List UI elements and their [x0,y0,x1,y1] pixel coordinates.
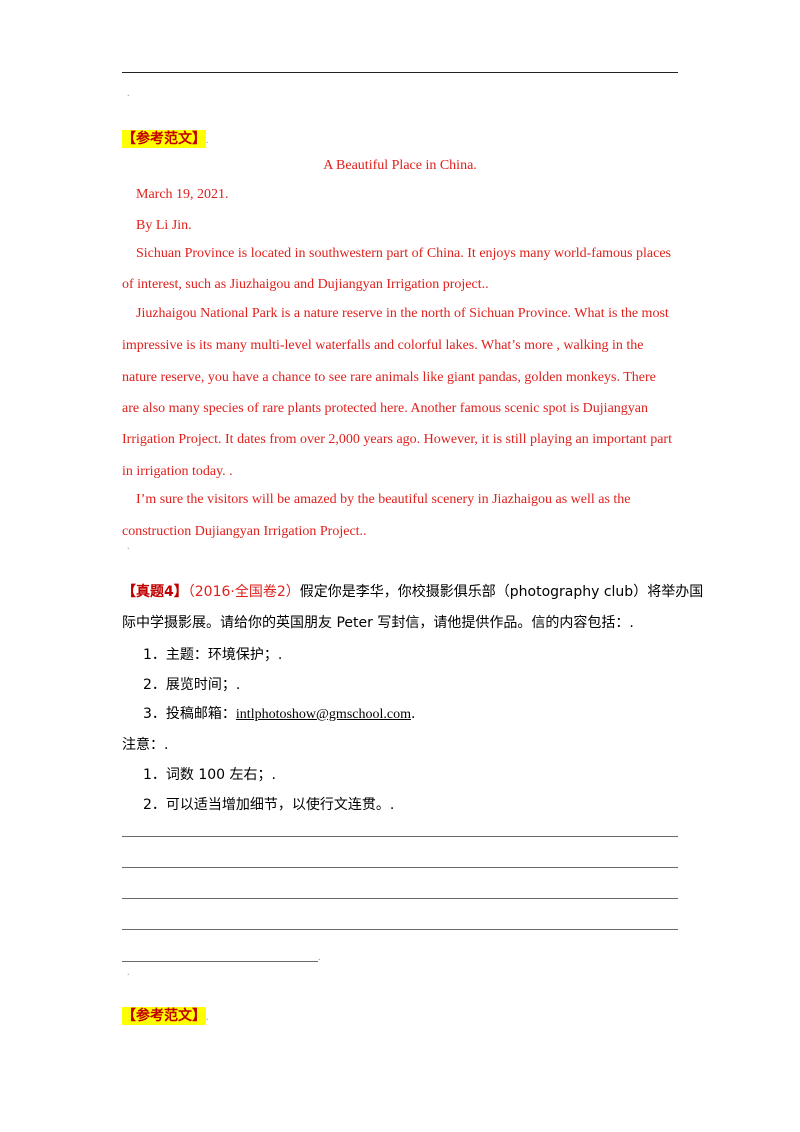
paragraph-mark: . [318,952,321,963]
content-item: 3．投稿邮箱：intlphotoshow@gmschool.com. [143,703,415,723]
writing-line [122,929,678,930]
content-item: 1．主题：环境保护；. [143,647,283,663]
reference-label-text: 【参考范文】 [122,130,206,148]
email-tail: . [410,706,416,722]
writing-line-short [122,961,318,962]
question-line: 际中学摄影展。请给你的英国朋友 Peter 写封信，请他提供作品。信的内容包括：… [122,615,634,631]
content-item: 2．展览时间；. [143,677,241,693]
note-item: 1．词数 100 左右；. [143,767,276,783]
essay-line: nature reserve, you have a chance to see… [122,370,656,385]
essay-line: of interest, such as Jiuzhaigou and Duji… [122,277,489,292]
reference-label-mark: . [206,135,209,146]
essay-line: Sichuan Province is located in southwest… [136,246,671,261]
writing-line [122,867,678,868]
essay-author: By Li Jin. [136,218,192,233]
note-item: 2．可以适当增加细节，以使行文连贯。. [143,797,395,813]
question-label: 【真题4】 [122,584,188,600]
question-source: （2016·全国卷2） [187,584,300,600]
reference-label-text: 【参考范文】 [122,1007,206,1025]
note-label: 注意：. [122,737,169,753]
essay-line: Irrigation Project. It dates from over 2… [122,432,672,447]
writing-line [122,898,678,899]
paragraph-mark: . [127,967,130,978]
question-line: 假定你是李华，你校摄影俱乐部（photography club）将举办国 [299,584,704,600]
essay-date: March 19, 2021. [136,187,229,202]
essay-title: A Beautiful Place in China. [323,158,477,173]
paragraph-mark: . [127,541,130,552]
reference-label-mark: . [206,1012,209,1023]
reference-label-2: 【参考范文】. [122,1005,209,1025]
reference-label: 【参考范文】. [122,128,209,148]
email-link[interactable]: intlphotoshow@gmschool.com [235,707,411,722]
essay-line: I’m sure the visitors will be amazed by … [136,492,631,507]
writing-line [122,836,678,837]
essay-line: construction Dujiangyan Irrigation Proje… [122,524,367,539]
essay-line: impressive is its many multi-level water… [122,338,644,353]
essay-line: Jiuzhaigou National Park is a nature res… [136,306,669,321]
essay-line: are also many species of rare plants pro… [122,401,648,416]
question-intro: 【真题4】（2016·全国卷2）假定你是李华，你校摄影俱乐部（photograp… [122,581,703,601]
essay-line: in irrigation today. . [122,464,233,479]
header-rule [122,72,678,73]
paragraph-mark: . [127,88,130,99]
content-item-label: 3．投稿邮箱： [143,706,236,722]
